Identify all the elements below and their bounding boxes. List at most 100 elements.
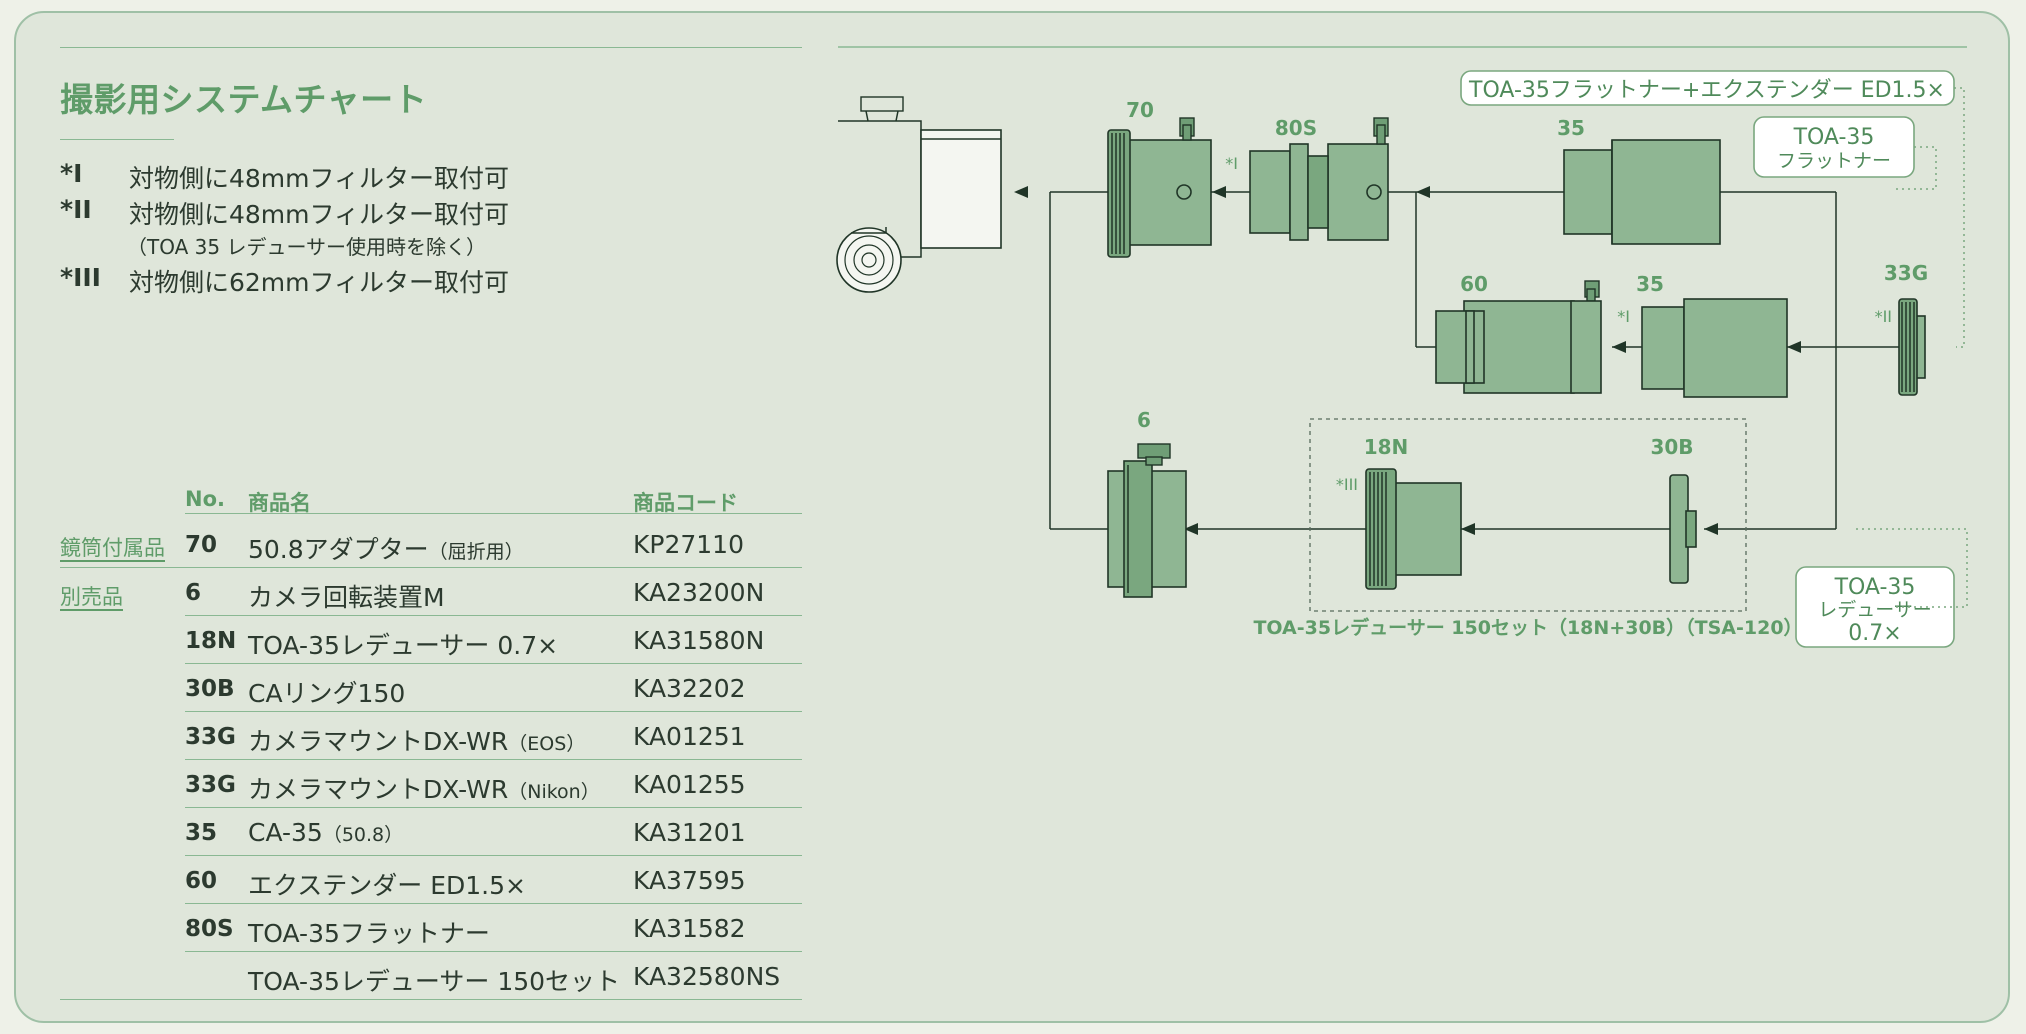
label-30b: 30B	[1650, 435, 1693, 459]
table-row: 70 50.8アダプター（屈折用） KP27110	[16, 13, 2008, 564]
part-18n-reducer	[1365, 468, 1462, 590]
table-row-rule	[185, 615, 802, 616]
table-row-rule	[185, 951, 802, 952]
page-title: 撮影用システムチャート	[60, 80, 428, 119]
label-6: 6	[1137, 408, 1151, 432]
product-code: KP27110	[633, 530, 744, 559]
product-no: 30B	[185, 676, 235, 702]
product-code: KA01251	[633, 722, 746, 751]
product-name-main: エクステンダー ED1.5×	[248, 871, 526, 900]
mark-i-80s: *I	[1225, 154, 1238, 173]
label-35-lower: 35	[1636, 272, 1664, 296]
table-row: 30B CAリング150 KA32202	[16, 13, 2008, 708]
product-name-main: カメラ回転装置M	[248, 583, 445, 612]
product-name-main: TOA-35レデューサー 150セット	[248, 967, 621, 996]
product-name: エクステンダー ED1.5×	[248, 866, 526, 902]
product-no: 80S	[185, 916, 234, 942]
title-underline	[60, 139, 174, 140]
callout-flattener-extender-text: TOA-35フラットナー+エクステンダー ED1.5×	[1468, 78, 1945, 103]
product-name: カメラ回転装置M	[248, 578, 445, 614]
product-name-main: カメラマウントDX-WR	[248, 727, 509, 756]
product-name: TOA-35レデューサー 0.7×	[248, 626, 558, 662]
header-no: No.	[185, 487, 225, 511]
product-no: 33G	[185, 772, 236, 798]
product-name: CAリング150	[248, 674, 405, 710]
table-row: 33G カメラマウントDX-WR（EOS） KA01251	[16, 13, 2008, 756]
table-row-rule	[185, 711, 802, 712]
product-code: KA32202	[633, 674, 746, 703]
product-no: 33G	[185, 724, 236, 750]
product-name: TOA-35レデューサー 150セット	[248, 962, 620, 998]
part-33g-camera-mount	[1898, 298, 1926, 396]
part-35-lower	[1641, 298, 1788, 398]
callout-reducer-line3: 0.7×	[1848, 621, 1901, 646]
product-no: 70	[185, 532, 218, 558]
note-text: 対物側に48mmフィルター取付可	[129, 200, 510, 229]
part-6-rotator	[1107, 443, 1187, 598]
note-mark: *II	[60, 195, 92, 224]
label-80s: 80S	[1275, 116, 1317, 140]
product-name-note: （屈折用）	[428, 541, 524, 563]
product-name: TOA-35フラットナー	[248, 914, 490, 950]
category-separate[interactable]: 別売品	[60, 585, 123, 609]
mark-iii-18n: *III	[1336, 475, 1358, 494]
table-row-rule	[60, 567, 802, 568]
product-code: KA31201	[633, 818, 746, 847]
table-row: 6 カメラ回転装置M KA23200N	[16, 13, 2008, 612]
table-row-rule	[185, 663, 802, 664]
product-name-main: TOA-35フラットナー	[248, 919, 490, 948]
product-name-note: （Nikon）	[508, 781, 600, 803]
part-70-adapter	[1107, 117, 1212, 258]
callout-leaders	[1856, 87, 1968, 608]
mark-ii-33g: *II	[1875, 307, 1892, 326]
top-rule-left	[60, 47, 802, 48]
table-header-rule	[185, 513, 802, 514]
product-no: 18N	[185, 628, 237, 654]
product-no: 35	[185, 820, 218, 846]
reducer-set-caption: TOA-35レデューサー 150セット（18N+30B）（TSA-120）	[1253, 616, 1802, 639]
product-name-main: CAリング150	[248, 679, 406, 708]
callout-reducer-line1: TOA-35	[1834, 575, 1916, 600]
system-chart-panel: 撮影用システムチャート *I 対物側に48mmフィルター取付可 *II 対物側に…	[14, 11, 2010, 1023]
label-33g: 33G	[1884, 261, 1928, 285]
category-bundled[interactable]: 鏡筒付属品	[60, 536, 165, 560]
callout-reducer-line2: レデューサー	[1818, 599, 1932, 621]
product-name: CA-35（50.8）	[248, 818, 403, 847]
product-name-main: 50.8アダプター	[248, 535, 429, 564]
table-row-rule	[185, 759, 802, 760]
label-18n: 18N	[1364, 435, 1409, 459]
table-row-rule	[185, 807, 802, 808]
note-mark: *III	[60, 263, 101, 292]
label-35-upper: 35	[1557, 116, 1585, 140]
part-60-extender	[1435, 280, 1602, 394]
product-name: 50.8アダプター（屈折用）	[248, 530, 524, 566]
product-name-note: （EOS）	[508, 733, 586, 755]
system-diagram: 70 80S 35 60 35 33G 6 18N 30B *I *I *II …	[836, 46, 1968, 648]
product-name: カメラマウントDX-WR（Nikon）	[248, 770, 600, 806]
product-no: 6	[185, 580, 202, 606]
product-name-main: TOA-35レデューサー 0.7×	[248, 631, 559, 660]
product-no: 60	[185, 868, 218, 894]
part-30b-ca-ring	[1669, 474, 1697, 584]
table-row-rule	[185, 855, 802, 856]
label-70: 70	[1126, 98, 1154, 122]
product-code: KA23200N	[633, 578, 765, 607]
header-name: 商品名	[248, 491, 311, 515]
telescope-focuser	[836, 96, 1002, 293]
product-name-main: カメラマウントDX-WR	[248, 775, 509, 804]
product-name: カメラマウントDX-WR（EOS）	[248, 722, 585, 758]
part-80s-flattener	[1249, 117, 1389, 241]
product-code: KA01255	[633, 770, 746, 799]
product-name-main: CA-35	[248, 818, 323, 847]
note-text: 対物側に48mmフィルター取付可	[129, 164, 510, 193]
product-name-note: （50.8）	[322, 824, 404, 846]
header-code: 商品コード	[633, 491, 738, 515]
note-mark: *I	[60, 159, 83, 188]
callout-flattener-line2: フラットナー	[1777, 150, 1891, 172]
